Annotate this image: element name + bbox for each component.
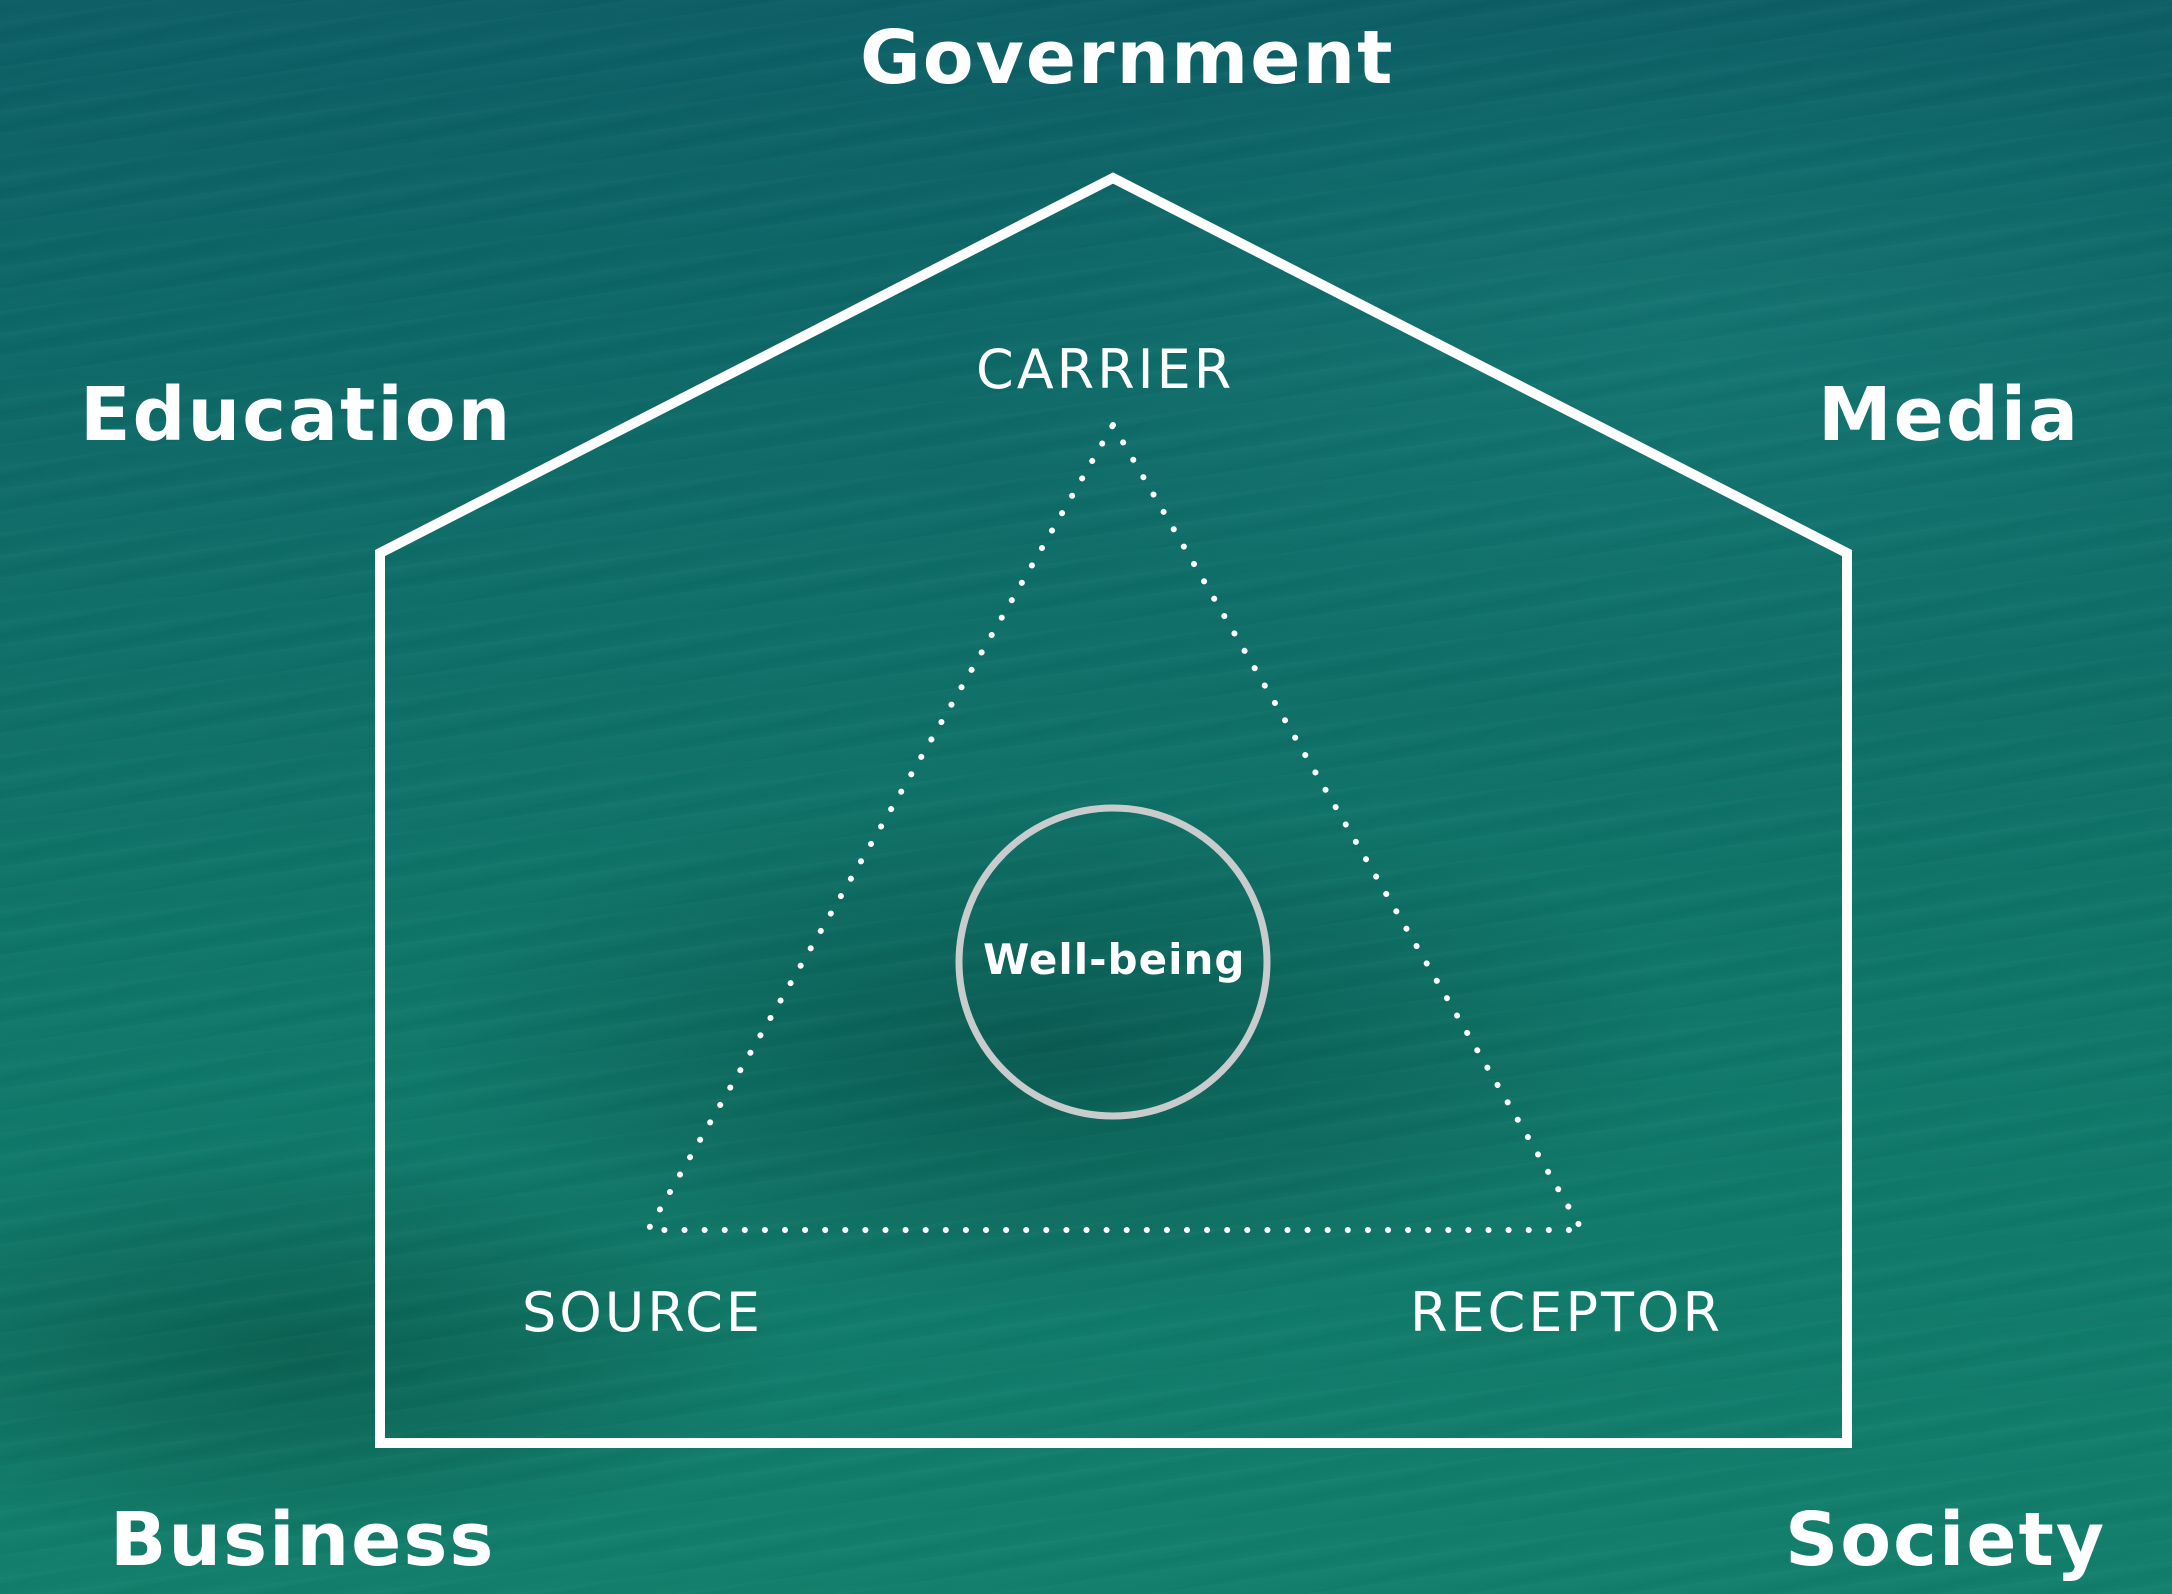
label-receptor: RECEPTOR [1410, 1281, 1724, 1344]
house-outline [375, 172, 1852, 1448]
well-being-circle [955, 804, 1271, 1120]
label-society: Society [1785, 1497, 2107, 1583]
dotted-triangle [642, 419, 1588, 1233]
label-well-being: Well-being [983, 935, 1246, 984]
label-education: Education [80, 372, 513, 458]
label-carrier: CARRIER [976, 338, 1235, 401]
label-business: Business [110, 1497, 496, 1583]
label-media: Media [1818, 372, 2081, 458]
label-government: Government [860, 15, 1395, 101]
label-source: SOURCE [522, 1281, 763, 1344]
